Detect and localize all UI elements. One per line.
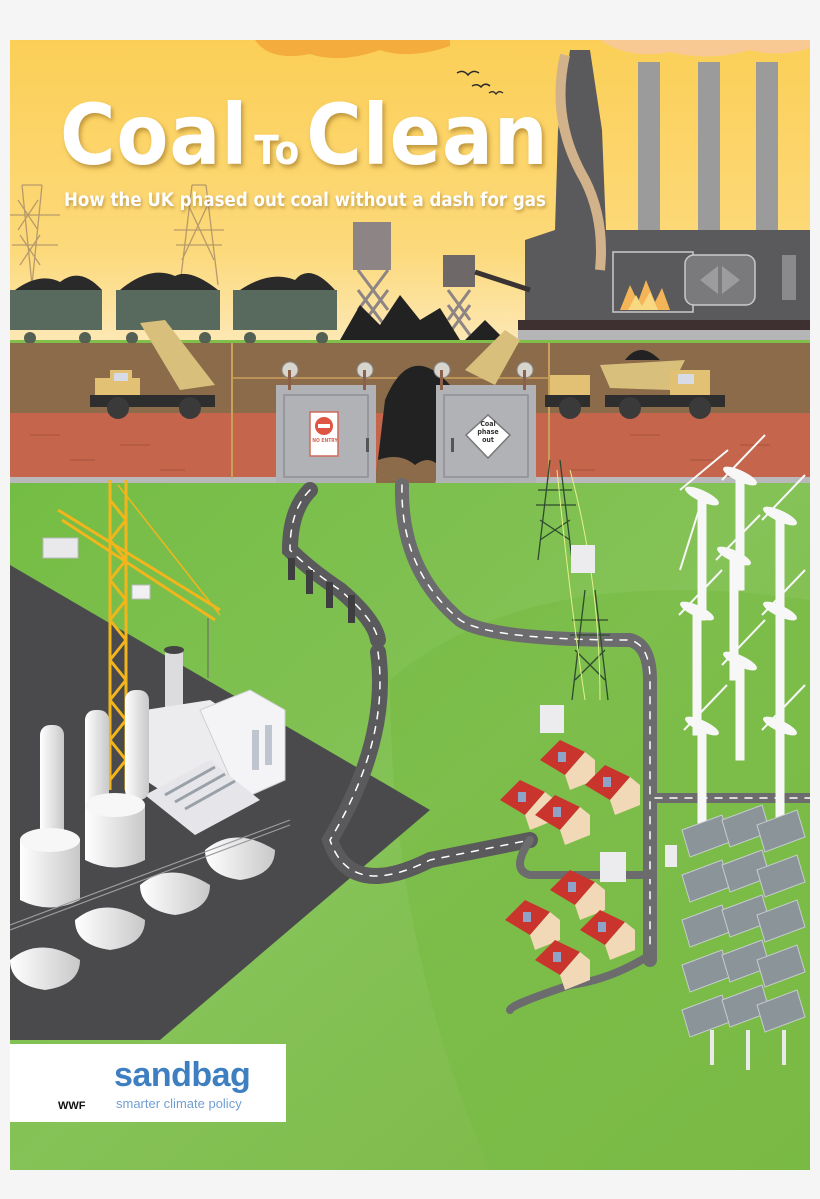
poster-subtitle: How the UK phased out coal without a das… — [64, 190, 546, 211]
sign-line-3: out — [482, 436, 494, 444]
solar-panels — [681, 804, 806, 1038]
poster: Coal To Clean How the UK phased out coal… — [10, 40, 810, 1170]
sign-line-2: phase — [477, 428, 499, 436]
title-word-coal: Coal — [60, 86, 249, 184]
dump-truck-left — [90, 320, 215, 419]
dump-truck-right — [600, 350, 725, 419]
no-entry-sign: NO ENTRY — [312, 438, 338, 444]
title-word-clean: Clean — [306, 86, 549, 184]
houses — [500, 740, 640, 990]
title-word-to: To — [254, 128, 301, 174]
poster-illustration — [10, 40, 810, 1170]
logo-panel: WWF sandbag smarter climate policy — [10, 1044, 286, 1122]
gate-left — [276, 361, 376, 485]
poster-title: Coal To Clean — [60, 90, 549, 180]
sandbag-logo: sandbag — [114, 1056, 251, 1094]
sign-line-1: Coal — [480, 420, 496, 428]
gate-right — [433, 361, 536, 485]
sandbag-tagline: smarter climate policy — [116, 1096, 242, 1111]
dump-truck-middle — [465, 330, 590, 419]
coal-phase-out-sign: Coal phase out — [468, 420, 508, 444]
wwf-logo-text: WWF — [58, 1100, 86, 1112]
